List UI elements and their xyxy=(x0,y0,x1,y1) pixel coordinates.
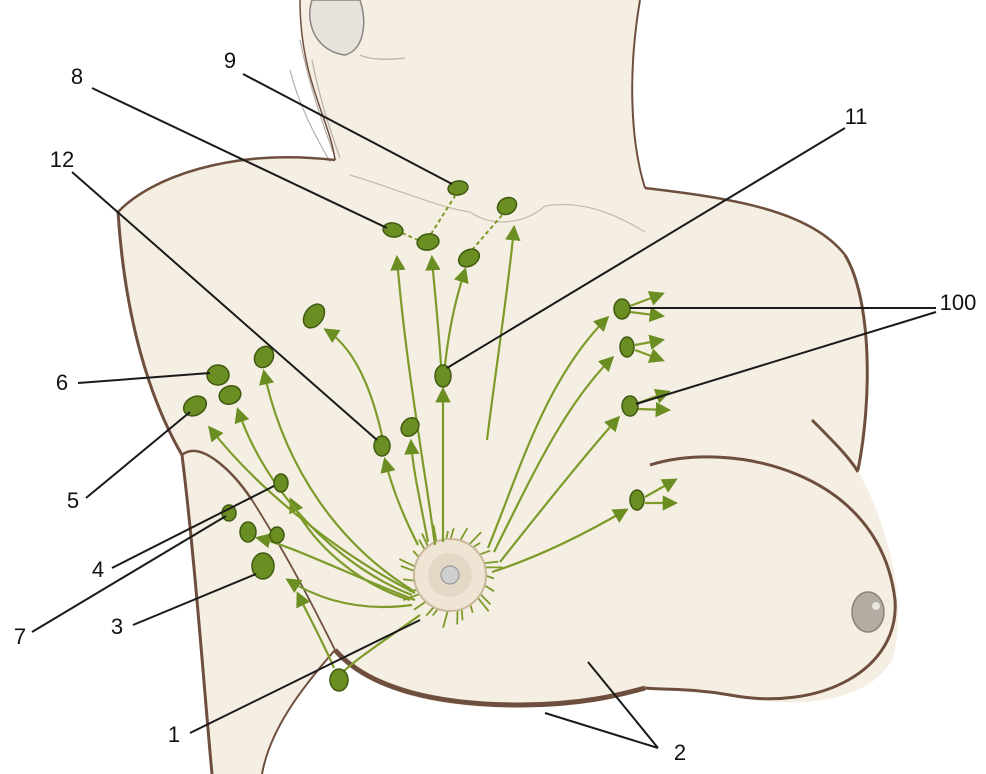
leader-line-2b xyxy=(545,713,658,748)
lymph-node xyxy=(274,474,288,492)
label-8: 8 xyxy=(71,64,83,89)
lymph-node xyxy=(207,365,229,385)
label-5: 5 xyxy=(67,488,79,513)
label-12: 12 xyxy=(50,147,74,172)
label-9: 9 xyxy=(224,48,236,73)
lymph-node xyxy=(240,522,256,542)
lymph-vessel xyxy=(638,409,668,410)
lymph-node xyxy=(622,396,638,416)
lymph-node xyxy=(270,527,284,543)
lymph-node xyxy=(330,669,348,691)
right-nipple xyxy=(852,592,884,632)
right-nipple-highlight xyxy=(872,602,880,610)
label-11: 11 xyxy=(845,104,868,129)
label-1: 1 xyxy=(168,722,180,747)
lymph-node xyxy=(620,337,634,357)
label-7: 7 xyxy=(14,624,26,649)
leader-line-5 xyxy=(86,412,190,498)
label-100: 100 xyxy=(940,290,977,315)
lymph-node xyxy=(435,365,451,387)
lymph-node xyxy=(614,299,630,319)
label-4: 4 xyxy=(92,557,104,582)
label-6: 6 xyxy=(56,370,68,395)
label-3: 3 xyxy=(111,614,123,639)
label-2: 2 xyxy=(674,740,686,765)
lymph-node xyxy=(630,490,644,510)
nipple xyxy=(441,566,459,584)
